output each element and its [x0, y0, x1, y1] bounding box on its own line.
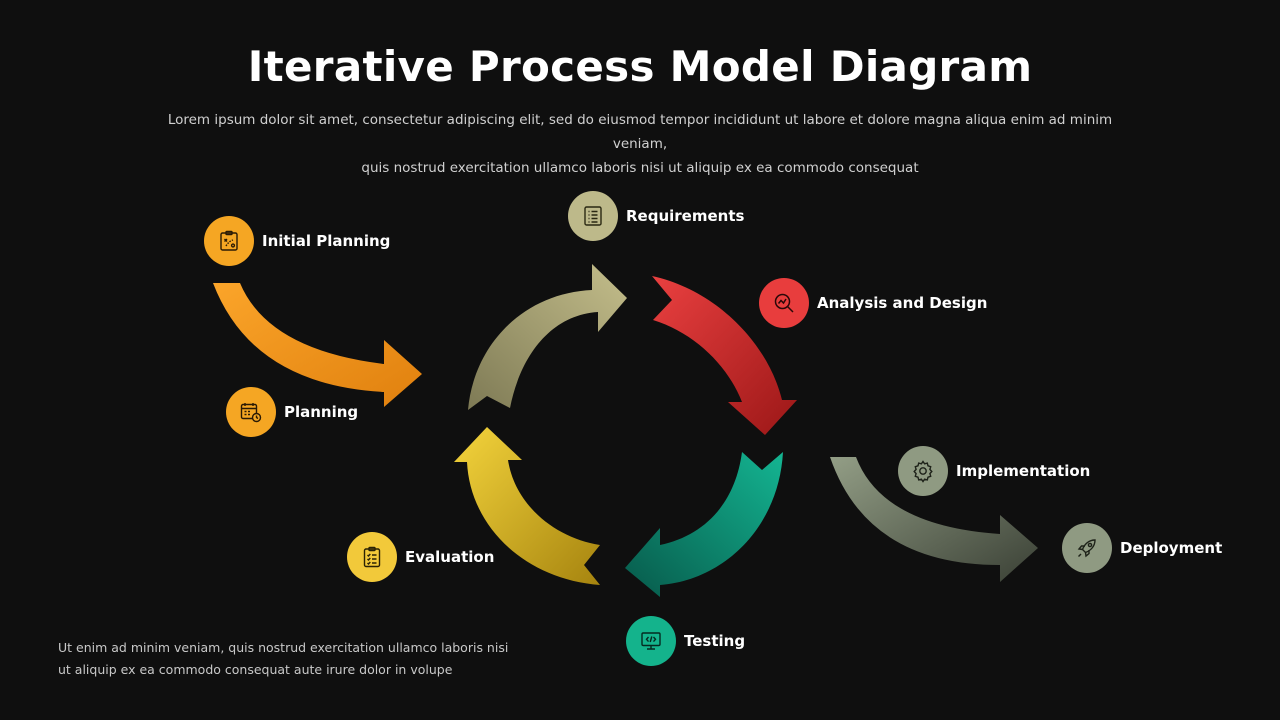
- footer-line-2: ut aliquip ex ea commodo consequat aute …: [58, 662, 453, 677]
- footer-line-1: Ut enim ad minim veniam, quis nostrud ex…: [58, 640, 509, 655]
- calendar-clock-icon: [226, 387, 276, 437]
- orange-arrow: [213, 283, 422, 407]
- yellow-arrow: [454, 427, 600, 585]
- subtitle-line-1: Lorem ipsum dolor sit amet, consectetur …: [167, 112, 1113, 152]
- gear-icon: [898, 446, 948, 496]
- page-title: Iterative Process Model Diagram: [247, 42, 1033, 91]
- red-arrow: [652, 276, 797, 435]
- footer-note: Ut enim ad minim veniam, quis nostrud ex…: [58, 637, 518, 681]
- step-label-deployment: Deployment: [1120, 539, 1223, 557]
- document-list-icon: [568, 191, 618, 241]
- subtitle: Lorem ipsum dolor sit amet, consectetur …: [140, 108, 1140, 180]
- step-label-testing: Testing: [684, 632, 746, 650]
- magnifier-chart-icon: [759, 278, 809, 328]
- khaki-arrow: [468, 264, 627, 410]
- step-label-implementation: Implementation: [956, 462, 1091, 480]
- clipboard-checklist-icon: [347, 532, 397, 582]
- strategy-board-icon: [204, 216, 254, 266]
- step-label-requirements: Requirements: [626, 207, 745, 225]
- step-label-evaluation: Evaluation: [405, 548, 495, 566]
- step-label-planning: Planning: [284, 403, 359, 421]
- rocket-icon: [1062, 523, 1112, 573]
- grey-arrow: [830, 457, 1038, 582]
- step-label-analysis-design: Analysis and Design: [817, 294, 988, 312]
- step-label-initial-planning: Initial Planning: [262, 232, 391, 250]
- monitor-code-icon: [626, 616, 676, 666]
- subtitle-line-2: quis nostrud exercitation ullamco labori…: [361, 160, 919, 176]
- teal-arrow: [625, 452, 783, 597]
